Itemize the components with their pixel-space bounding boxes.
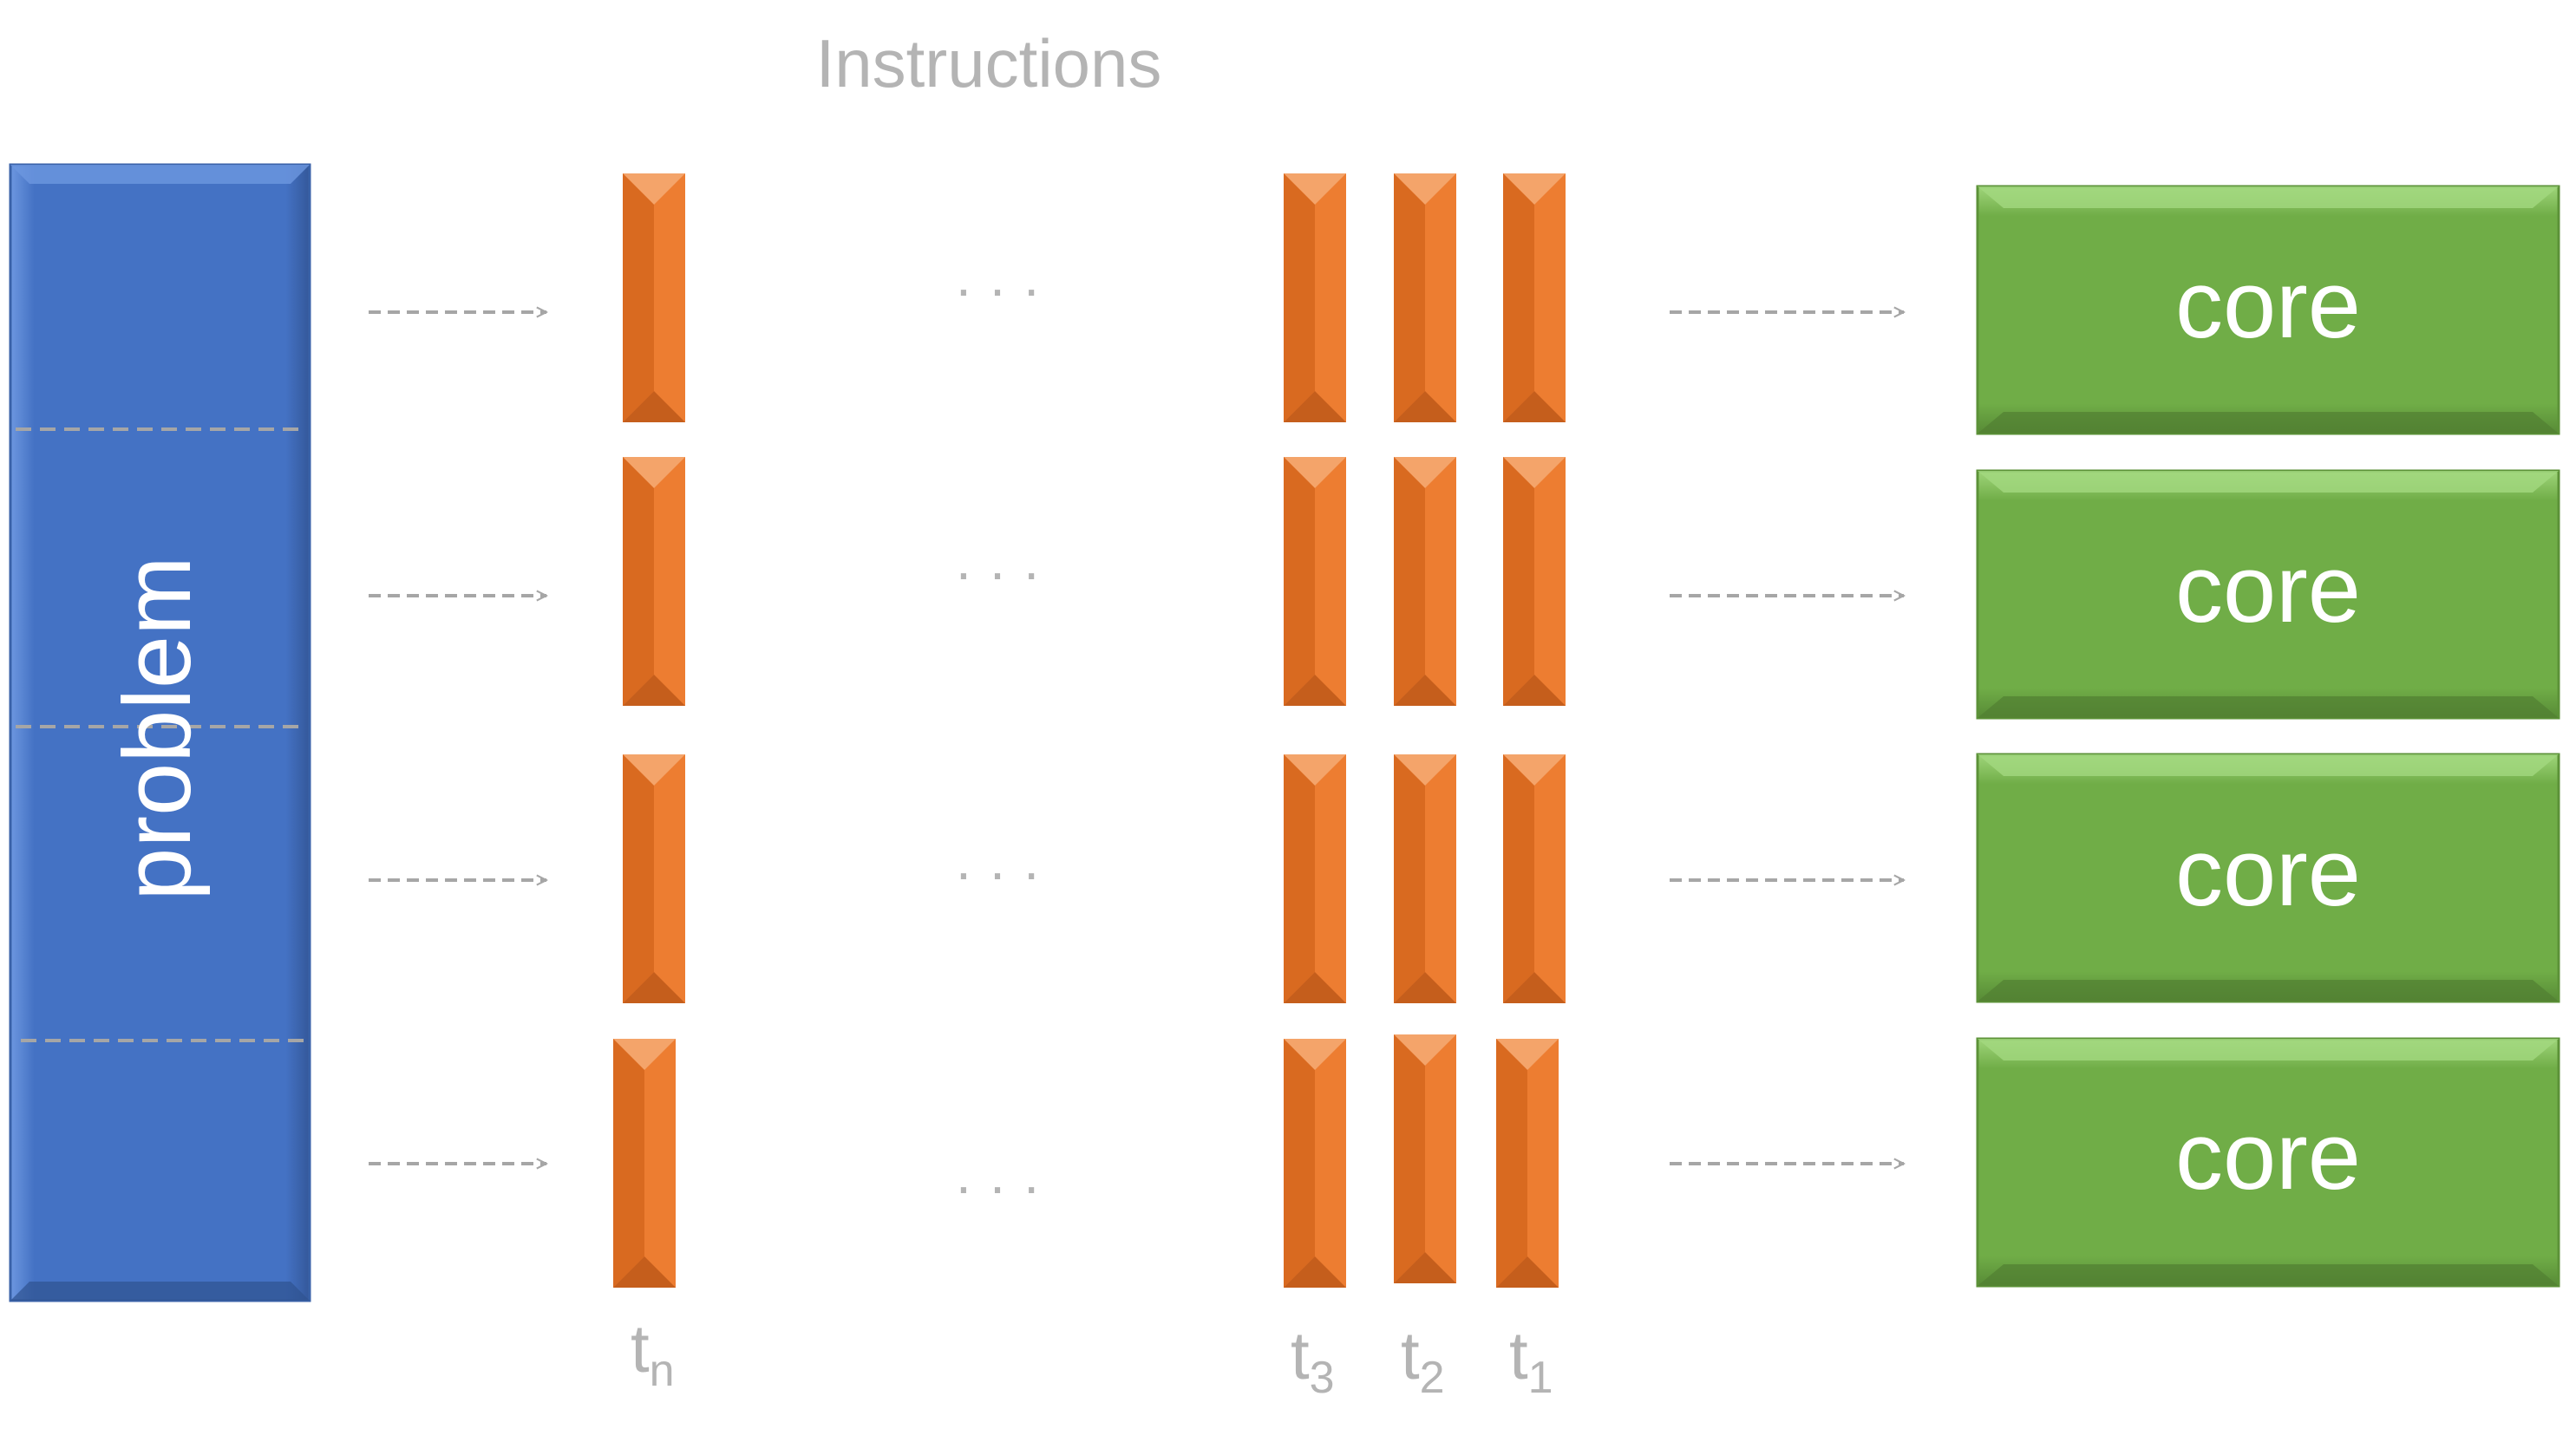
instruction-tn-row-2 — [623, 457, 685, 706]
time-label-t2: t2 — [1401, 1317, 1445, 1403]
instruction-t2-row-1 — [1394, 173, 1456, 422]
instruction-t1-row-4 — [1496, 1039, 1559, 1288]
time-label-t3-base: t — [1291, 1317, 1310, 1393]
time-label-t3: t3 — [1291, 1317, 1335, 1403]
instruction-tn-row-4 — [613, 1039, 676, 1288]
instruction-t3-row-4 — [1284, 1039, 1346, 1288]
core-label-1: core — [2175, 251, 2361, 358]
ellipsis-row-1: · · · — [954, 258, 1041, 320]
core-4: core — [1976, 1037, 2560, 1288]
diagram-title: Instructions — [816, 25, 1162, 101]
instruction-t1-row-1 — [1503, 173, 1566, 422]
core-label-3: core — [2175, 819, 2361, 926]
time-label-t2-sub: 2 — [1420, 1353, 1445, 1403]
instruction-t2-row-2 — [1394, 457, 1456, 706]
core-label-4: core — [2175, 1103, 2361, 1210]
time-label-tn-base: t — [631, 1310, 650, 1387]
ellipsis-row-2: · · · — [954, 541, 1041, 604]
instruction-t2-row-4 — [1394, 1034, 1456, 1283]
time-label-tn: tn — [631, 1310, 675, 1396]
time-label-t1: t1 — [1509, 1317, 1553, 1403]
time-label-t1-sub: 1 — [1528, 1353, 1553, 1403]
instruction-t3-row-2 — [1284, 457, 1346, 706]
row-3: · · · core — [369, 753, 2560, 1003]
core-2: core — [1976, 469, 2560, 720]
ellipsis-row-4: · · · — [954, 1155, 1041, 1217]
instruction-t1-row-3 — [1503, 754, 1566, 1003]
problem-block: problem — [9, 163, 311, 1302]
time-label-tn-sub: n — [650, 1346, 675, 1396]
instruction-tn-row-3 — [623, 754, 685, 1003]
instruction-tn-row-1 — [623, 173, 685, 422]
row-1: · · · core — [369, 173, 2560, 435]
instruction-t3-row-1 — [1284, 173, 1346, 422]
row-4: · · · core — [369, 1034, 2560, 1288]
instruction-t3-row-3 — [1284, 754, 1346, 1003]
time-label-t1-base: t — [1509, 1317, 1528, 1393]
core-1: core — [1976, 185, 2560, 435]
ellipsis-row-3: · · · — [954, 841, 1041, 904]
core-label-2: core — [2175, 536, 2361, 643]
time-label-t3-sub: 3 — [1310, 1353, 1335, 1403]
row-2: · · · core — [369, 457, 2560, 720]
instruction-t1-row-2 — [1503, 457, 1566, 706]
instruction-t2-row-3 — [1394, 754, 1456, 1003]
core-3: core — [1976, 753, 2560, 1003]
problem-label: problem — [104, 556, 211, 900]
time-label-t2-base: t — [1401, 1317, 1420, 1393]
